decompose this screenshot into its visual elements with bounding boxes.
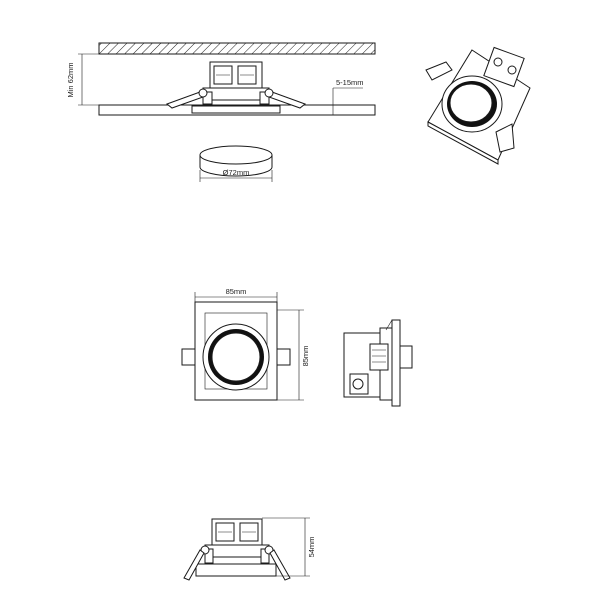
cutout-diameter-label: Ø72mm [223,168,250,177]
profile-right-spring [269,549,291,581]
luminaire-section [165,61,307,114]
min-depth-label: Min 62mm [66,62,75,97]
front-view: 85mm 85mm [181,287,310,401]
front-lens [211,332,261,382]
profile-view: 54mm [183,517,316,581]
right-clip [276,348,291,366]
side-view [343,319,413,407]
installation-section-view: Min 62mm 5-15mm Ø72mm [66,42,376,182]
ceiling-slab [98,42,376,55]
isometric-view [425,46,531,165]
cutout-disk-top [199,145,273,165]
left-clip [181,348,196,366]
profile-left-spring [183,549,205,581]
depth-label: 54mm [307,537,316,558]
ceiling-thickness-label: 5-15mm [336,78,364,87]
iso-lens [449,83,493,123]
height-label: 85mm [301,346,310,367]
false-ceiling-panel [98,104,376,116]
width-label: 85mm [226,287,247,296]
